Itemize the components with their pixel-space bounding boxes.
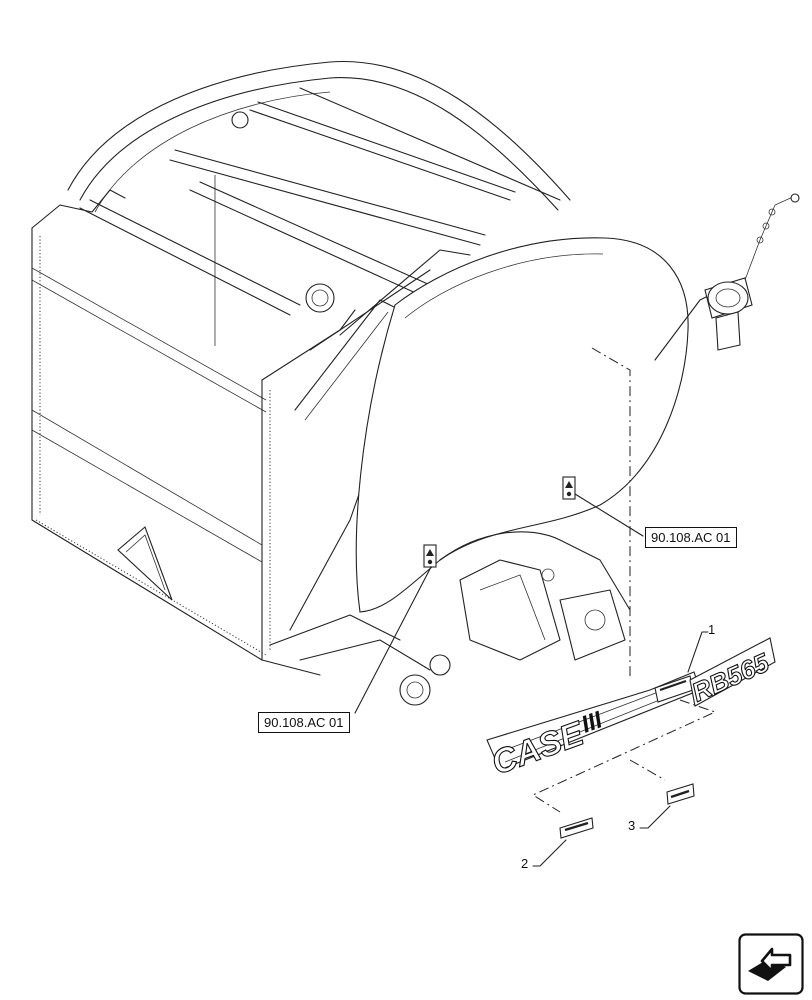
model-decal-assembly: CASE III RB565 (486, 637, 776, 783)
leader-item-3 (639, 805, 671, 829)
reference-callout-upper[interactable]: 90.108.AC 01 (645, 527, 737, 548)
reference-callout-lower[interactable]: 90.108.AC 01 (258, 712, 350, 733)
leader-upper (574, 493, 644, 537)
next-page-arrow-icon[interactable] (738, 933, 804, 995)
small-decal-item-2 (559, 817, 594, 839)
side-shield (355, 237, 689, 661)
pto-shaft (654, 193, 800, 361)
leader-item-2 (532, 839, 567, 867)
placement-lines (531, 347, 717, 813)
item-number-2: 2 (521, 856, 529, 871)
leader-lower (354, 566, 432, 714)
decal-model-text: RB565 (687, 647, 774, 708)
safety-decal-lower (423, 544, 437, 568)
leader-item-1 (687, 631, 709, 673)
item-number-3: 3 (628, 818, 636, 833)
baler-chassis (31, 60, 571, 706)
small-decal-item-3 (666, 783, 695, 805)
safety-decal-upper (562, 476, 576, 500)
item-number-1: 1 (708, 622, 716, 637)
